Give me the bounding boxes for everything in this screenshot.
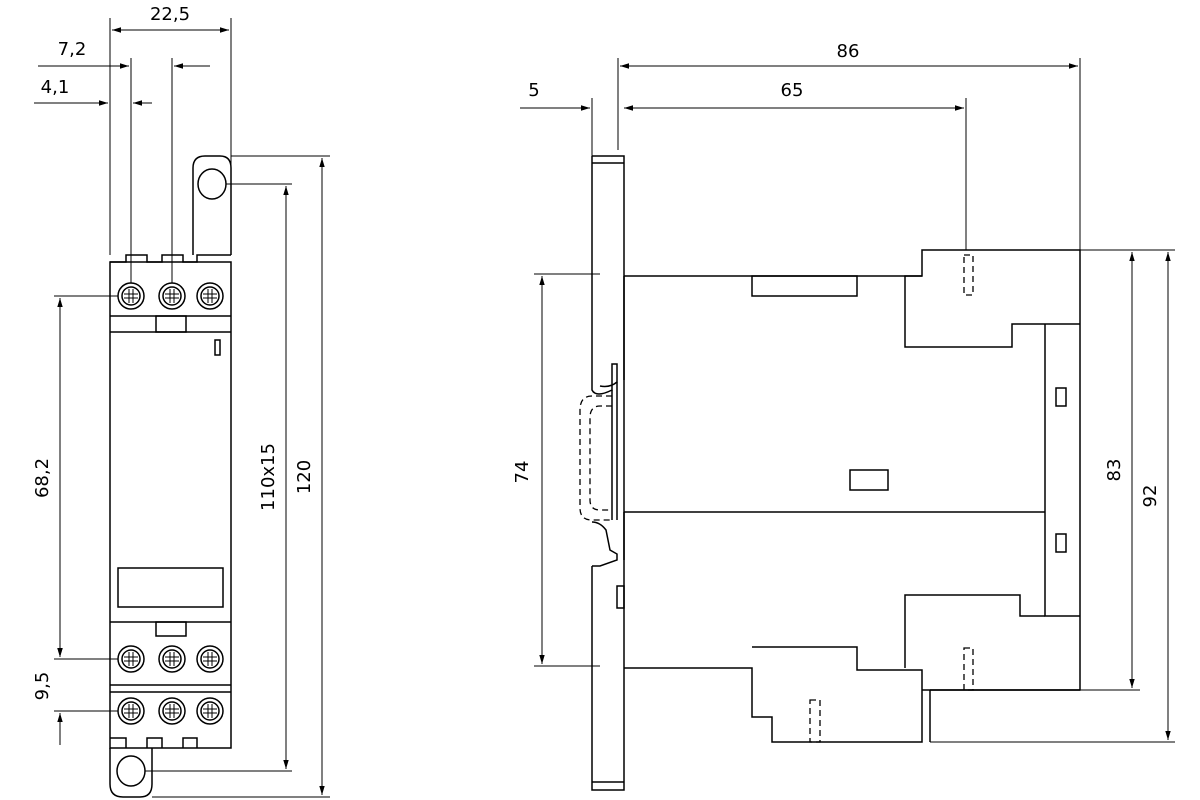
bottom-terminal-step: [904, 594, 1045, 668]
screw-icon: [196, 645, 224, 673]
label-window: [117, 567, 224, 608]
top-latch: [155, 315, 187, 333]
dim-front-width: 22,5: [150, 4, 190, 25]
bottom-lug: [109, 748, 153, 798]
screw-icon: [158, 282, 186, 310]
top-screw-hidden: [963, 254, 974, 296]
led-indicator: [214, 339, 221, 356]
top-terminal-block: [904, 275, 1080, 348]
dim-front-hole-spacing: 110x15: [258, 443, 279, 511]
bottom-terminal-block: [624, 646, 923, 743]
top-mount-hole: [197, 168, 227, 200]
middle-screw-row: [117, 645, 224, 673]
dim-front-pitch: 7,2: [58, 39, 87, 60]
dim-side-body-depth: 65: [781, 80, 804, 101]
top-screw-row: [117, 282, 224, 310]
bottom-screw-row: [117, 697, 224, 725]
clip-hook-bottom: [591, 521, 618, 567]
din-rail-outline: [579, 395, 612, 521]
dim-side-rail: 5: [528, 80, 539, 101]
dim-side-body-height: 83: [1104, 459, 1125, 482]
rail-plate-top: [591, 155, 625, 384]
bottom-latch: [155, 621, 187, 637]
dim-front-terminal-pitch: 9,5: [32, 672, 53, 701]
dim-front-offset: 4,1: [41, 77, 70, 98]
lower-screw-hidden: [809, 699, 821, 743]
rail-plate-bottom: [591, 566, 625, 791]
dim-side-mount-height: 74: [512, 461, 533, 484]
bottom-mount-hole: [116, 755, 146, 787]
side-view: [579, 155, 1081, 791]
top-lug: [192, 155, 232, 255]
screw-icon: [158, 645, 186, 673]
front-body: [109, 261, 232, 749]
top-label-tab: [751, 275, 858, 297]
dim-front-total-height: 120: [294, 460, 315, 494]
bottom-terminal-notches: [110, 737, 198, 748]
right-rail: [1044, 324, 1080, 617]
screw-icon: [117, 282, 145, 310]
dim-side-total-depth: 86: [837, 41, 860, 62]
top-terminal-notches: [110, 254, 231, 263]
screw-icon: [196, 697, 224, 725]
screw-icon: [117, 645, 145, 673]
front-dimensions: 22,5 7,2 4,1 68,2 9,5 110x15 120: [32, 4, 330, 798]
screw-icon: [117, 697, 145, 725]
dim-side-total-height: 92: [1140, 485, 1161, 508]
center-marking: [849, 469, 889, 491]
front-view: [109, 155, 232, 798]
screw-icon: [158, 697, 186, 725]
bottom-screw-hidden: [963, 647, 974, 691]
plate-slot: [616, 585, 625, 609]
clip-hook-top: [591, 363, 618, 395]
dim-front-mid-height: 68,2: [32, 458, 53, 498]
side-dimensions: 86 65 5 74 83 92: [512, 41, 1175, 743]
screw-icon: [196, 282, 224, 310]
